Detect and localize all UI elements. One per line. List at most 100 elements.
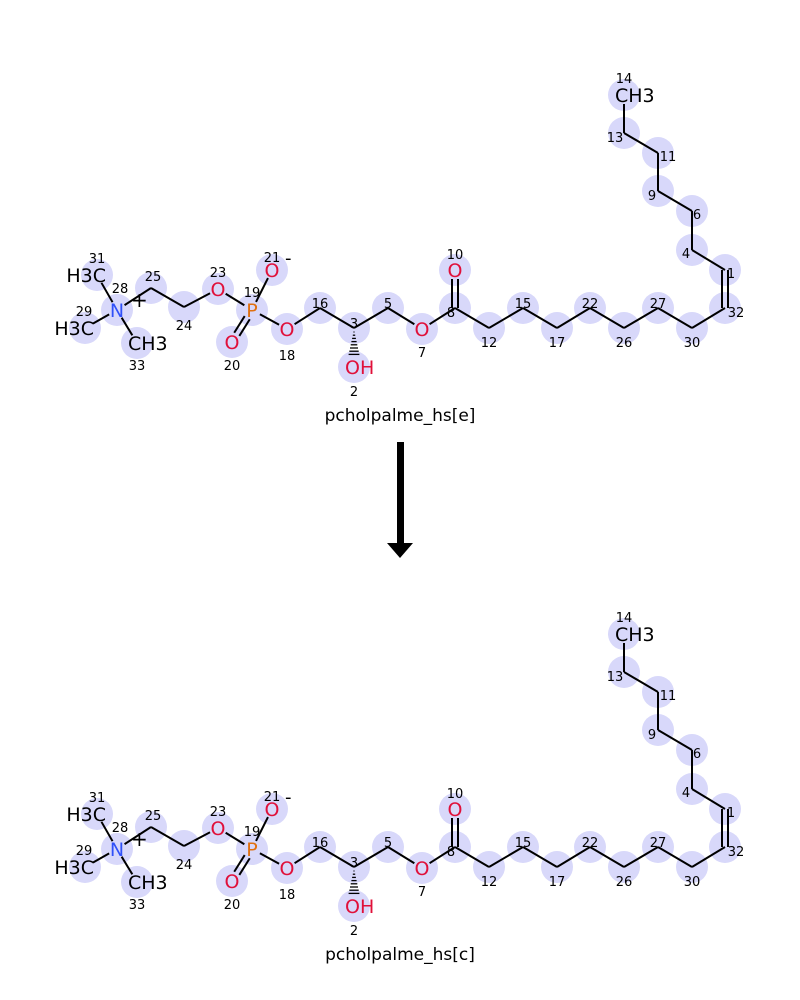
bond (488, 307, 524, 329)
bond (623, 846, 659, 868)
bond (657, 190, 693, 212)
atom-highlight (81, 798, 113, 830)
atom-number: 26 (616, 875, 633, 890)
atom-symbol: H3C (66, 265, 106, 287)
bond (623, 671, 659, 693)
atom-symbol: O (415, 319, 430, 341)
bond (691, 846, 726, 868)
atom-number: 11 (660, 689, 677, 704)
atom-symbol: O (211, 818, 226, 840)
atom-symbol: O (448, 799, 463, 821)
atom-number: 4 (682, 786, 690, 801)
atom-highlight (256, 254, 288, 286)
atom-number: 24 (176, 319, 193, 334)
atom-number: 25 (145, 270, 162, 285)
atom-number: 22 (582, 836, 599, 851)
atom-number: 15 (515, 297, 532, 312)
atom-number: 1 (727, 806, 735, 821)
atom-highlight (101, 833, 133, 865)
atom-number: 25 (145, 809, 162, 824)
atom-highlight (338, 890, 370, 922)
atom-number: 3 (350, 856, 358, 871)
atom-number: 5 (384, 836, 392, 851)
atom-number: 3 (350, 317, 358, 332)
atom-number: 19 (244, 825, 261, 840)
atom-number: 2 (350, 924, 358, 939)
atom-number: 23 (210, 266, 227, 281)
atom-number: 9 (648, 728, 656, 743)
bond (429, 307, 456, 326)
molecule-name-product: pcholpalme_hs[c] (325, 945, 475, 965)
atom-number: 14 (616, 611, 633, 626)
bond (454, 307, 490, 329)
atom-highlight (271, 852, 303, 884)
atom-number: 19 (244, 286, 261, 301)
atom-symbol: O (265, 260, 280, 282)
atom-symbol: CH3 (128, 333, 168, 355)
atom-symbol: OH (345, 896, 374, 918)
atom-highlight (81, 259, 113, 291)
bond (691, 249, 726, 271)
atom-symbol: OH (345, 357, 374, 379)
double-bond (233, 854, 246, 873)
bond (657, 846, 693, 868)
charge-label: - (285, 248, 292, 269)
atom-number: 13 (607, 131, 624, 146)
bond (589, 846, 625, 868)
atom-number: 32 (728, 306, 745, 321)
bond (657, 307, 693, 329)
atom-symbol: O (211, 279, 226, 301)
double-bond (238, 857, 251, 876)
atom-number: 13 (607, 670, 624, 685)
atom-symbol: O (280, 858, 295, 880)
bond (294, 307, 321, 326)
atom-number: 22 (582, 297, 599, 312)
bond (225, 292, 245, 307)
bond (623, 132, 659, 154)
atom-number: 17 (549, 336, 566, 351)
atom-number: 33 (129, 898, 146, 913)
atom-highlight (439, 254, 471, 286)
atom-number: 33 (129, 359, 146, 374)
atom-number: 27 (650, 836, 667, 851)
atom-number: 12 (481, 336, 498, 351)
atom-number: 21 (264, 790, 281, 805)
bond (183, 831, 211, 847)
bond (183, 292, 211, 308)
atom-number: 30 (684, 336, 701, 351)
bond (556, 307, 591, 329)
bond (657, 729, 693, 751)
atom-number: 26 (616, 336, 633, 351)
atom-number: 1 (727, 267, 735, 282)
atom-number: 4 (682, 247, 690, 262)
atom-highlight (121, 866, 153, 898)
atom-symbol: O (448, 260, 463, 282)
atom-symbol: O (280, 319, 295, 341)
atom-number: 10 (447, 248, 464, 263)
atom-number: 18 (279, 349, 296, 364)
atom-number: 18 (279, 888, 296, 903)
atom-number: 23 (210, 805, 227, 820)
bond (259, 313, 280, 326)
bond (488, 846, 524, 868)
double-bond (238, 318, 251, 337)
bond (319, 846, 355, 868)
atom-symbol: N (110, 300, 124, 322)
bond (124, 287, 152, 306)
atom-number: 28 (112, 821, 129, 836)
atom-symbol: H3C (54, 857, 94, 879)
bond (225, 831, 245, 846)
bond (92, 313, 110, 325)
atom-number: 30 (684, 875, 701, 890)
atom-highlight (406, 852, 438, 884)
bond (100, 282, 114, 303)
atom-number: 6 (693, 747, 701, 762)
atom-symbol: O (225, 332, 240, 354)
atom-symbol: P (246, 300, 257, 322)
molecule-name-reactant: pcholpalme_hs[e] (324, 406, 476, 426)
atom-highlight (101, 294, 133, 326)
atom-number: 7 (418, 885, 426, 900)
charge-label: + (131, 288, 148, 312)
bond (353, 846, 389, 868)
atom-number: 29 (76, 844, 93, 859)
